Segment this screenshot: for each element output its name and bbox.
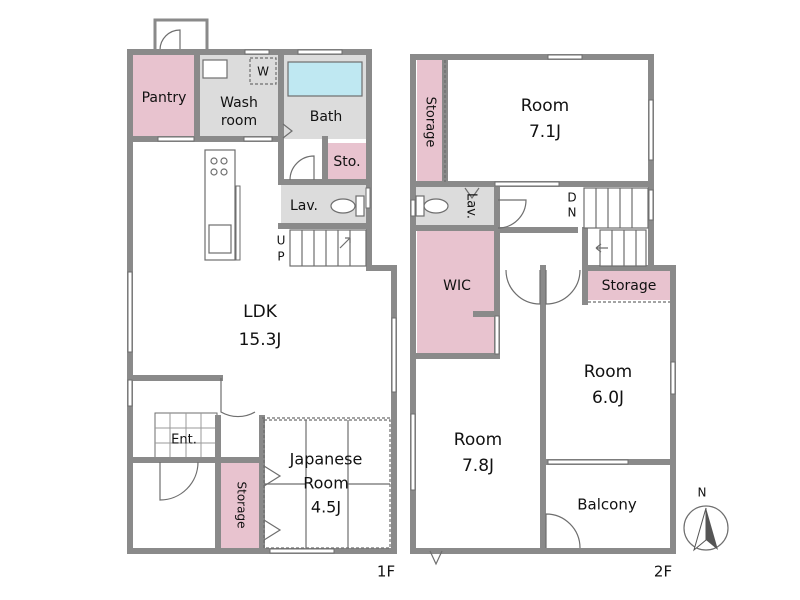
washer-box [249, 57, 277, 85]
bath-label: Bath [310, 109, 343, 125]
japanese-room-label-line2: Room [303, 474, 349, 493]
tatami-lines [263, 419, 391, 549]
wic-area [417, 230, 497, 354]
wash-room-label-line1: Wash [220, 95, 258, 111]
washer-label: W [257, 65, 269, 79]
stairs-down-d: D [567, 191, 576, 205]
japanese-room-label-line1: Japanese [289, 450, 363, 469]
storage-right-area [588, 270, 670, 300]
pantry-label: Pantry [142, 90, 187, 106]
room1-label: Room [521, 96, 569, 116]
wash-room-label-line2: room [221, 113, 257, 129]
ldk-size: 15.3J [239, 330, 282, 350]
toilet-1f-icon [330, 198, 356, 214]
stairs-down-n: N [568, 206, 577, 220]
porch [153, 18, 209, 55]
stairs-1f [289, 229, 367, 267]
toilet-2f-icon [423, 198, 449, 214]
lav-1f-label: Lav. [290, 198, 318, 214]
compass-label: N [698, 486, 707, 500]
entrance-grid [155, 413, 217, 458]
entrance-label: Ent. [171, 433, 197, 448]
ldk-label: LDK [243, 302, 278, 322]
wic-label: WIC [443, 278, 471, 294]
storage-top-label: Storage [423, 97, 438, 148]
north-arrow-icon: N [683, 486, 729, 552]
room2-size: 6.0J [592, 388, 624, 408]
japanese-room-size: 4.5J [311, 498, 341, 517]
floor-1f: Pantry Wash room W Bath Sto. Lav. U P LD… [127, 18, 397, 581]
storage-top-area [417, 60, 443, 182]
pantry-area [133, 55, 197, 139]
balcony-label: Balcony [577, 496, 637, 514]
tub [287, 61, 363, 97]
sto-label: Sto. [333, 154, 360, 170]
stairs-2f [583, 187, 649, 267]
stairs-up-u: U [277, 234, 286, 248]
floor-2f-label: 2F [654, 563, 672, 581]
floor-1f-label: 1F [377, 563, 395, 581]
room3-size: 7.8J [462, 456, 494, 476]
storage-1f-label: Storage [235, 482, 249, 529]
wash-sink [202, 59, 228, 79]
sto-area [325, 143, 367, 183]
storage-1f-area [221, 462, 261, 548]
room1-size: 7.1J [529, 122, 561, 142]
room2-label: Room [584, 362, 632, 382]
storage-right-label: Storage [602, 278, 657, 294]
floor-2f: Storage Room 7.1J Lav. D N WIC Storage R… [410, 54, 676, 581]
lav-2f-label: Lav. [464, 193, 479, 219]
room3-label: Room [454, 430, 502, 450]
kitchen-counter [204, 149, 236, 261]
stairs-up-p: P [277, 250, 284, 264]
